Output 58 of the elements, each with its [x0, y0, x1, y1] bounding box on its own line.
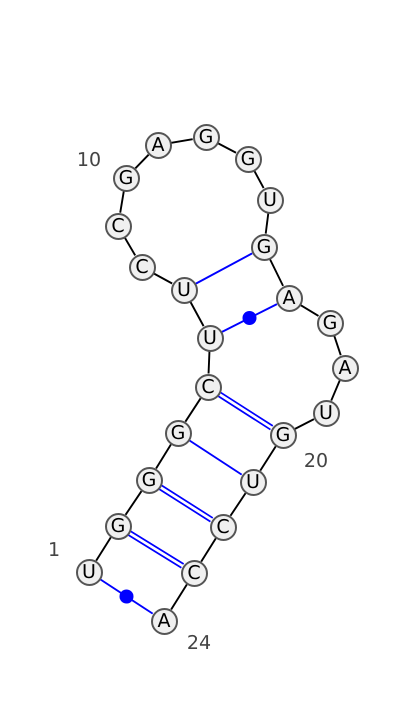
nucleotide-circle: G — [112, 164, 140, 192]
nucleotide-circle: A — [150, 608, 178, 634]
backbone-line — [300, 304, 319, 317]
backbone-line — [200, 538, 217, 562]
nucleotide-circle: U — [170, 276, 198, 304]
backbone-line — [134, 154, 150, 169]
base-pair-line — [195, 252, 253, 284]
backbone-line — [184, 398, 202, 422]
nucleotide-circle: C — [180, 560, 208, 586]
backbone-line — [264, 213, 270, 234]
backbone-line — [95, 536, 112, 562]
base-pair-line — [188, 440, 242, 476]
nucleotide-circle: U — [240, 468, 266, 496]
backbone-line — [218, 142, 236, 154]
nucleotide-circle: G — [104, 512, 132, 540]
nucleotide-circle: C — [194, 374, 222, 400]
base-pair-line — [222, 303, 278, 333]
nucleotide-circle: C — [210, 514, 236, 540]
nucleotide-circle: G — [136, 466, 162, 494]
backbone-line — [208, 351, 210, 374]
backbone-line — [155, 444, 172, 469]
nucleotide-circle: C — [128, 254, 156, 280]
backbone-line — [171, 138, 193, 144]
backbone-line — [269, 258, 284, 286]
position-number: 20 — [304, 450, 328, 472]
backbone-line — [294, 418, 314, 430]
nucleotide-circle: U — [76, 558, 102, 586]
nucleotide-circle: A — [332, 354, 358, 382]
backbone-line — [170, 584, 188, 610]
base-pair-line — [127, 530, 185, 569]
nucleotide-circle: A — [144, 132, 172, 158]
backbone-line — [330, 380, 341, 401]
backbone-line — [119, 191, 125, 213]
nucleotide-circle: G — [270, 422, 296, 448]
backbone-line — [124, 237, 136, 256]
backbone-line — [230, 492, 246, 516]
position-number: 1 — [48, 539, 60, 561]
position-number: 10 — [76, 149, 102, 171]
backbone-line — [153, 272, 173, 284]
backbone-line — [333, 336, 342, 356]
nucleotide-circle: C — [104, 212, 132, 240]
base-pair-line — [158, 484, 214, 522]
nucleotide-circle: G — [250, 234, 278, 260]
backbone-line — [259, 446, 277, 472]
nucleotide-circle: G — [192, 124, 220, 150]
nucleotide-circle: G — [316, 310, 344, 336]
nucleotide-circle: G — [164, 420, 192, 446]
nucleotide-circle: U — [312, 400, 340, 426]
nucleotide-circle: U — [196, 324, 224, 352]
base-pair-line — [100, 578, 154, 614]
backbone-line — [190, 301, 204, 327]
nucleotide-circle: G — [234, 146, 262, 172]
backbone-line — [124, 490, 142, 516]
nucleotide-circle: U — [256, 186, 284, 214]
nucleotide-circle: A — [276, 284, 302, 312]
position-number: 24 — [186, 632, 212, 654]
base-pair-line — [217, 392, 274, 430]
backbone-line — [254, 170, 264, 189]
